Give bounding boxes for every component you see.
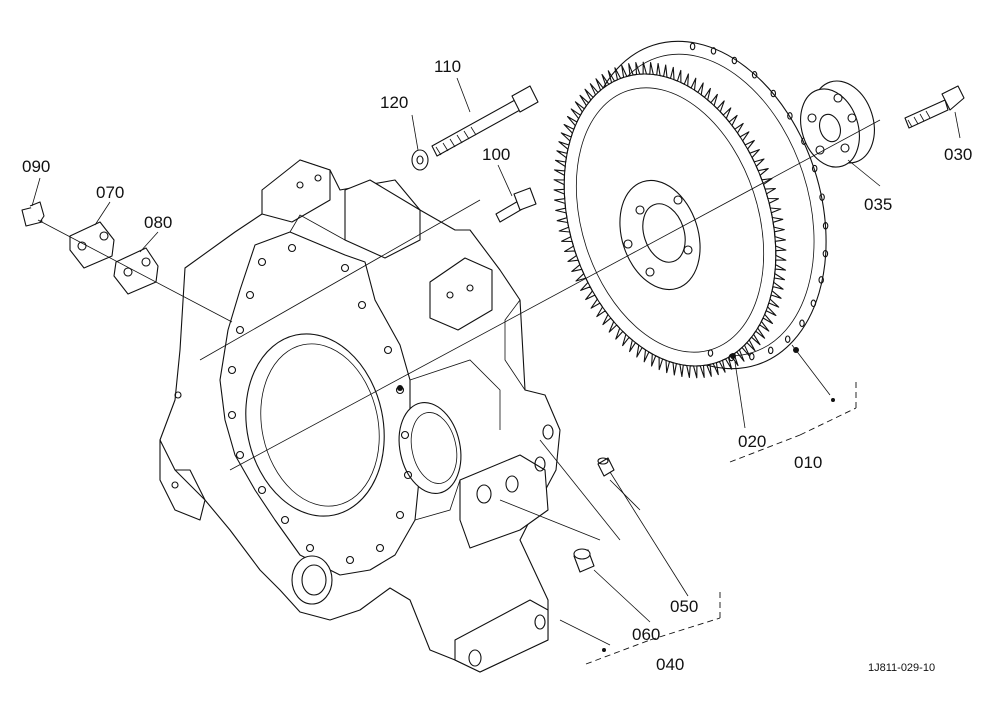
cover-plate-070 <box>69 221 115 269</box>
callout-120: 120 <box>380 93 408 112</box>
callout-110: 110 <box>434 57 461 76</box>
alignment-lines <box>37 119 881 541</box>
bolt-110 <box>431 85 539 157</box>
leader-lines <box>31 77 961 665</box>
callout-030: 030 <box>944 145 972 164</box>
plug-060 <box>573 548 595 573</box>
bolt-100 <box>495 187 537 223</box>
gasket-080 <box>113 247 159 295</box>
vent-hole <box>811 164 818 173</box>
vent-hole <box>822 249 829 258</box>
vent-hole <box>787 112 793 120</box>
callout-040: 040 <box>656 655 684 674</box>
dowel-pin-050 <box>597 457 615 477</box>
vent-hole <box>707 349 714 357</box>
vent-hole <box>749 352 755 361</box>
vent-hole <box>819 193 825 201</box>
plug-090 <box>21 201 45 227</box>
vent-hole <box>689 42 696 51</box>
flywheel-assembly <box>553 40 829 379</box>
vent-hole <box>799 319 805 328</box>
callout-050: 050 <box>670 597 698 616</box>
washer-120 <box>411 149 429 171</box>
vent-hole <box>731 56 738 65</box>
callout-090: 090 <box>22 157 50 176</box>
vent-hole <box>710 47 717 55</box>
coupling-flange <box>800 80 875 168</box>
callout-020: 020 <box>738 432 766 451</box>
callout-100: 100 <box>482 145 510 164</box>
callout-labels: 110 120 100 090 070 080 030 035 020 010 … <box>22 57 972 674</box>
drawing-code: 1J811-029-10 <box>868 662 935 674</box>
vent-hole <box>751 71 758 79</box>
flywheel-housing <box>159 159 561 673</box>
callout-070: 070 <box>96 183 124 202</box>
ring-gear-profile <box>553 61 787 379</box>
vent-hole <box>770 89 777 98</box>
callout-060: 060 <box>632 625 660 644</box>
bolt-030 <box>904 85 965 129</box>
callout-010: 010 <box>794 453 822 472</box>
vent-hole <box>818 276 824 284</box>
vent-hole <box>810 299 817 308</box>
vent-hole <box>784 335 791 343</box>
callout-080: 080 <box>144 213 172 232</box>
callout-035: 035 <box>864 195 892 214</box>
ring-gear-teeth <box>553 61 787 379</box>
vent-hole <box>822 222 829 230</box>
vent-hole <box>767 346 774 355</box>
